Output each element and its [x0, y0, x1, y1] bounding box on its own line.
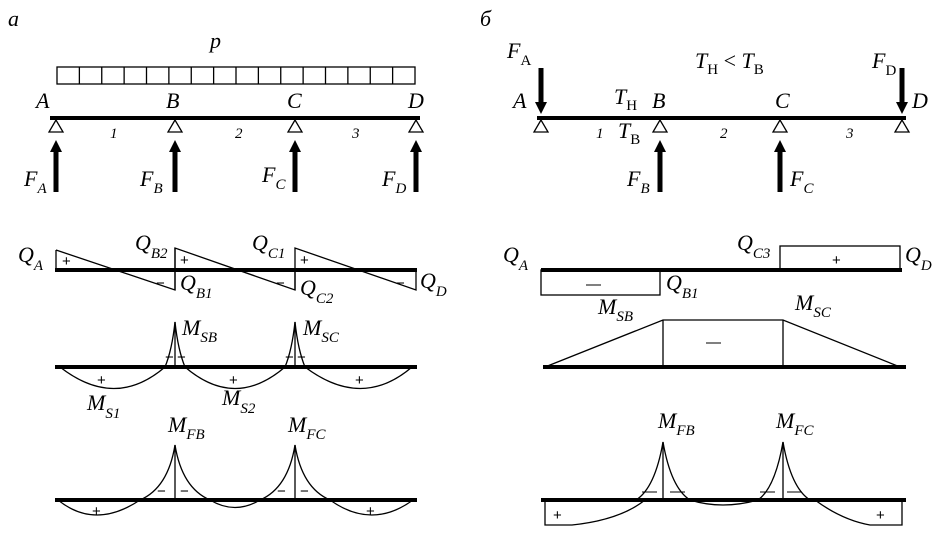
a-mf-plus-1: +	[92, 503, 101, 520]
a-span-1: 1	[110, 126, 118, 142]
b-label-A: A	[511, 88, 527, 113]
a-moment-f-diagram	[55, 444, 417, 516]
a-M-SC: MSC	[302, 315, 340, 346]
a-span-3: 3	[351, 126, 360, 142]
b-label-C: C	[775, 88, 790, 113]
b-support-A	[532, 118, 550, 133]
a-ms-minus-1: −	[165, 349, 174, 366]
a-ms-minus-3: −	[285, 349, 294, 366]
b-temperature-relation: TН < TВ	[695, 48, 764, 78]
a-Q-C2: QC2	[300, 275, 334, 307]
a-load-label: p	[208, 28, 221, 53]
b-shear-minus: —	[586, 276, 601, 293]
b-span-3: 3	[845, 126, 854, 142]
a-support-A	[47, 118, 65, 133]
b-M-FC: MFC	[775, 408, 814, 439]
a-Q-B1: QB1	[180, 270, 213, 302]
a-mf-minus-2: −	[180, 483, 189, 500]
a-force-FC: FC	[261, 162, 286, 193]
a-ms-plus-1: +	[97, 372, 106, 389]
a-Q-C1: QC1	[252, 230, 285, 262]
a-ms-minus-2: −	[177, 349, 186, 366]
b-force-FA: FA	[506, 38, 531, 69]
a-shear-plus-2: +	[180, 252, 189, 269]
b-span-2: 2	[720, 126, 728, 142]
b-mf-minus-2: —	[670, 483, 685, 500]
a-mf-minus-1: −	[157, 483, 166, 500]
a-mf-minus-3: −	[277, 483, 286, 500]
a-supports	[47, 118, 425, 133]
a-shear-plus-1: +	[62, 253, 71, 270]
b-M-FB: MFB	[657, 408, 695, 439]
b-shear-plus: +	[832, 252, 841, 269]
a-M-S2: MS2	[221, 385, 256, 417]
b-Q-C3: QC3	[737, 230, 770, 262]
a-mf-plus-2: +	[366, 503, 375, 520]
a-shear-diagram	[55, 247, 417, 291]
a-ms-minus-4: −	[297, 349, 306, 366]
a-ms-plus-3: +	[355, 372, 364, 389]
a-distributed-load	[56, 66, 416, 85]
a-Q-A: QA	[18, 242, 44, 274]
b-M-SB: MSB	[597, 294, 633, 325]
a-label-C: C	[287, 88, 302, 113]
b-shear-diagram	[540, 245, 902, 296]
b-force-FB: FB	[626, 166, 650, 197]
b-Q-B1: QB1	[666, 270, 699, 302]
b-mf-minus-3: —	[760, 483, 775, 500]
a-label-B: B	[166, 88, 179, 113]
a-M-S1: MS1	[86, 390, 120, 422]
b-force-FC: FC	[789, 166, 814, 197]
b-mf-plus-2: +	[876, 507, 885, 524]
a-force-FA: FA	[23, 166, 47, 197]
a-M-SB: MSB	[181, 315, 217, 346]
a-mf-minus-4: −	[300, 483, 309, 500]
a-shear-minus-3: −	[396, 275, 405, 292]
b-T-B: TВ	[618, 118, 640, 148]
b-ms-minus: —	[706, 334, 721, 351]
a-Q-B2: QB2	[135, 230, 168, 262]
a-label-A: A	[34, 88, 50, 113]
b-label-B: B	[652, 88, 665, 113]
a-support-B	[166, 118, 184, 133]
b-moment-f-diagram	[541, 441, 906, 526]
a-support-D	[407, 118, 425, 133]
b-support-D	[893, 118, 911, 133]
a-ms-plus-2: +	[229, 372, 238, 389]
a-shear-minus-2: −	[276, 275, 285, 292]
b-T-H: TН	[614, 84, 637, 114]
a-force-FD: FD	[381, 166, 406, 197]
a-M-FC: MFC	[287, 412, 326, 443]
a-force-FB: FB	[139, 166, 163, 197]
a-Q-D: QD	[420, 268, 447, 300]
b-mf-minus-1: —	[642, 483, 657, 500]
a-label-D: D	[407, 88, 424, 113]
a-support-C	[286, 118, 304, 133]
b-support-B	[651, 118, 669, 133]
b-force-FD: FD	[871, 48, 896, 79]
b-reaction-arrows	[535, 68, 908, 192]
b-Q-A: QA	[503, 242, 529, 274]
a-shear-minus-1: −	[156, 275, 165, 292]
b-label-D: D	[911, 88, 928, 113]
a-moment-s-diagram	[55, 321, 417, 390]
b-span-1: 1	[596, 126, 604, 142]
b-moment-s-diagram	[543, 319, 906, 369]
a-reaction-arrows	[50, 140, 422, 192]
a-shear-plus-3: +	[300, 252, 309, 269]
panel-a-title: а	[8, 6, 19, 31]
b-mf-plus-1: +	[553, 507, 562, 524]
b-Q-D: QD	[905, 242, 932, 274]
panel-b-title: б	[480, 6, 492, 31]
b-mf-minus-4: —	[787, 483, 802, 500]
a-M-FB: MFB	[167, 412, 205, 443]
b-support-C	[771, 118, 789, 133]
b-supports	[532, 118, 911, 133]
b-M-SC: MSC	[794, 290, 832, 321]
a-span-2: 2	[235, 126, 243, 142]
